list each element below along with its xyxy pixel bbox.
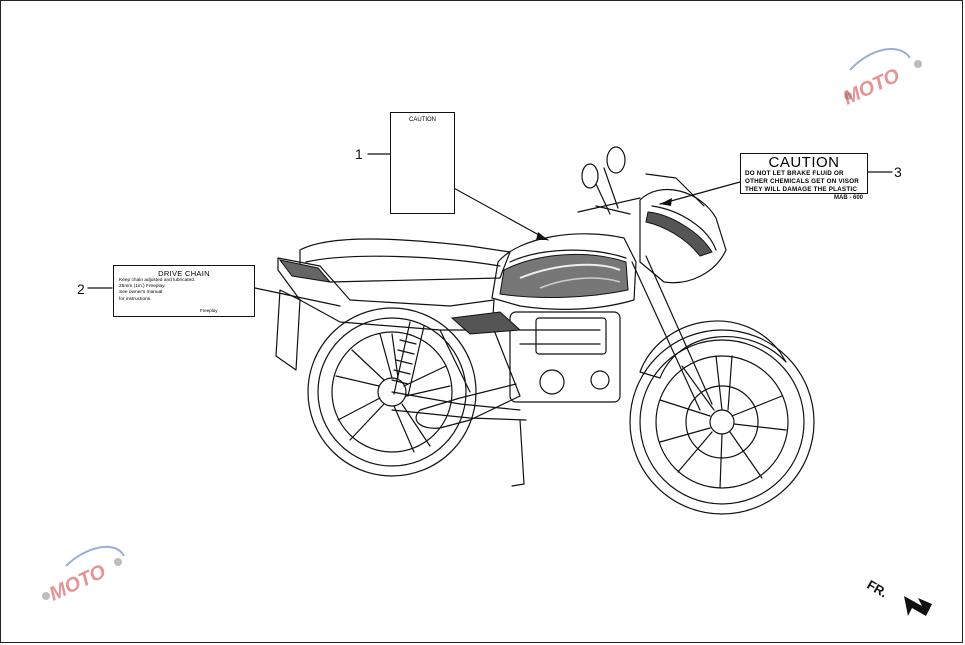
caution-visor-label: CAUTION DO NOT LET BRAKE FLUID OR OTHER … bbox=[740, 153, 868, 194]
label-2-freeplay: Freeplay bbox=[200, 308, 218, 313]
label-1-title: CAUTION bbox=[409, 117, 436, 123]
callout-2: 2 bbox=[77, 281, 85, 297]
label-3-code: MAB - 600 bbox=[834, 195, 864, 201]
watermark-logo-bottom bbox=[42, 546, 125, 600]
front-wheel bbox=[629, 329, 815, 515]
label-3-line: OTHER CHEMICALS GET ON VISOR bbox=[745, 178, 860, 185]
front-direction-arrow bbox=[904, 596, 932, 616]
drive-chain-label: DRIVE CHAIN Keep chain adjusted and lubr… bbox=[113, 265, 255, 317]
label-2-line: for instructions. bbox=[119, 296, 152, 302]
caution-label-small: CAUTION bbox=[390, 112, 455, 214]
callout-3: 3 bbox=[894, 164, 902, 180]
label-2-title: DRIVE CHAIN bbox=[158, 269, 210, 278]
label-3-title: CAUTION bbox=[768, 154, 840, 171]
watermark-logo-top bbox=[844, 48, 922, 100]
label-3-line: DO NOT LET BRAKE FLUID OR bbox=[745, 170, 844, 177]
tank-decal bbox=[278, 211, 713, 335]
label-2-line: Keep chain adjusted and lubricated. bbox=[119, 278, 196, 283]
rear-wheel bbox=[307, 307, 477, 477]
label-2-line: 25mm (1in.) Freeplay. bbox=[119, 284, 166, 290]
label-2-line: See owner's manual bbox=[119, 290, 163, 296]
label-3-line: THEY WILL DAMAGE THE PLASTIC bbox=[745, 186, 858, 193]
callout-1: 1 bbox=[355, 146, 363, 162]
